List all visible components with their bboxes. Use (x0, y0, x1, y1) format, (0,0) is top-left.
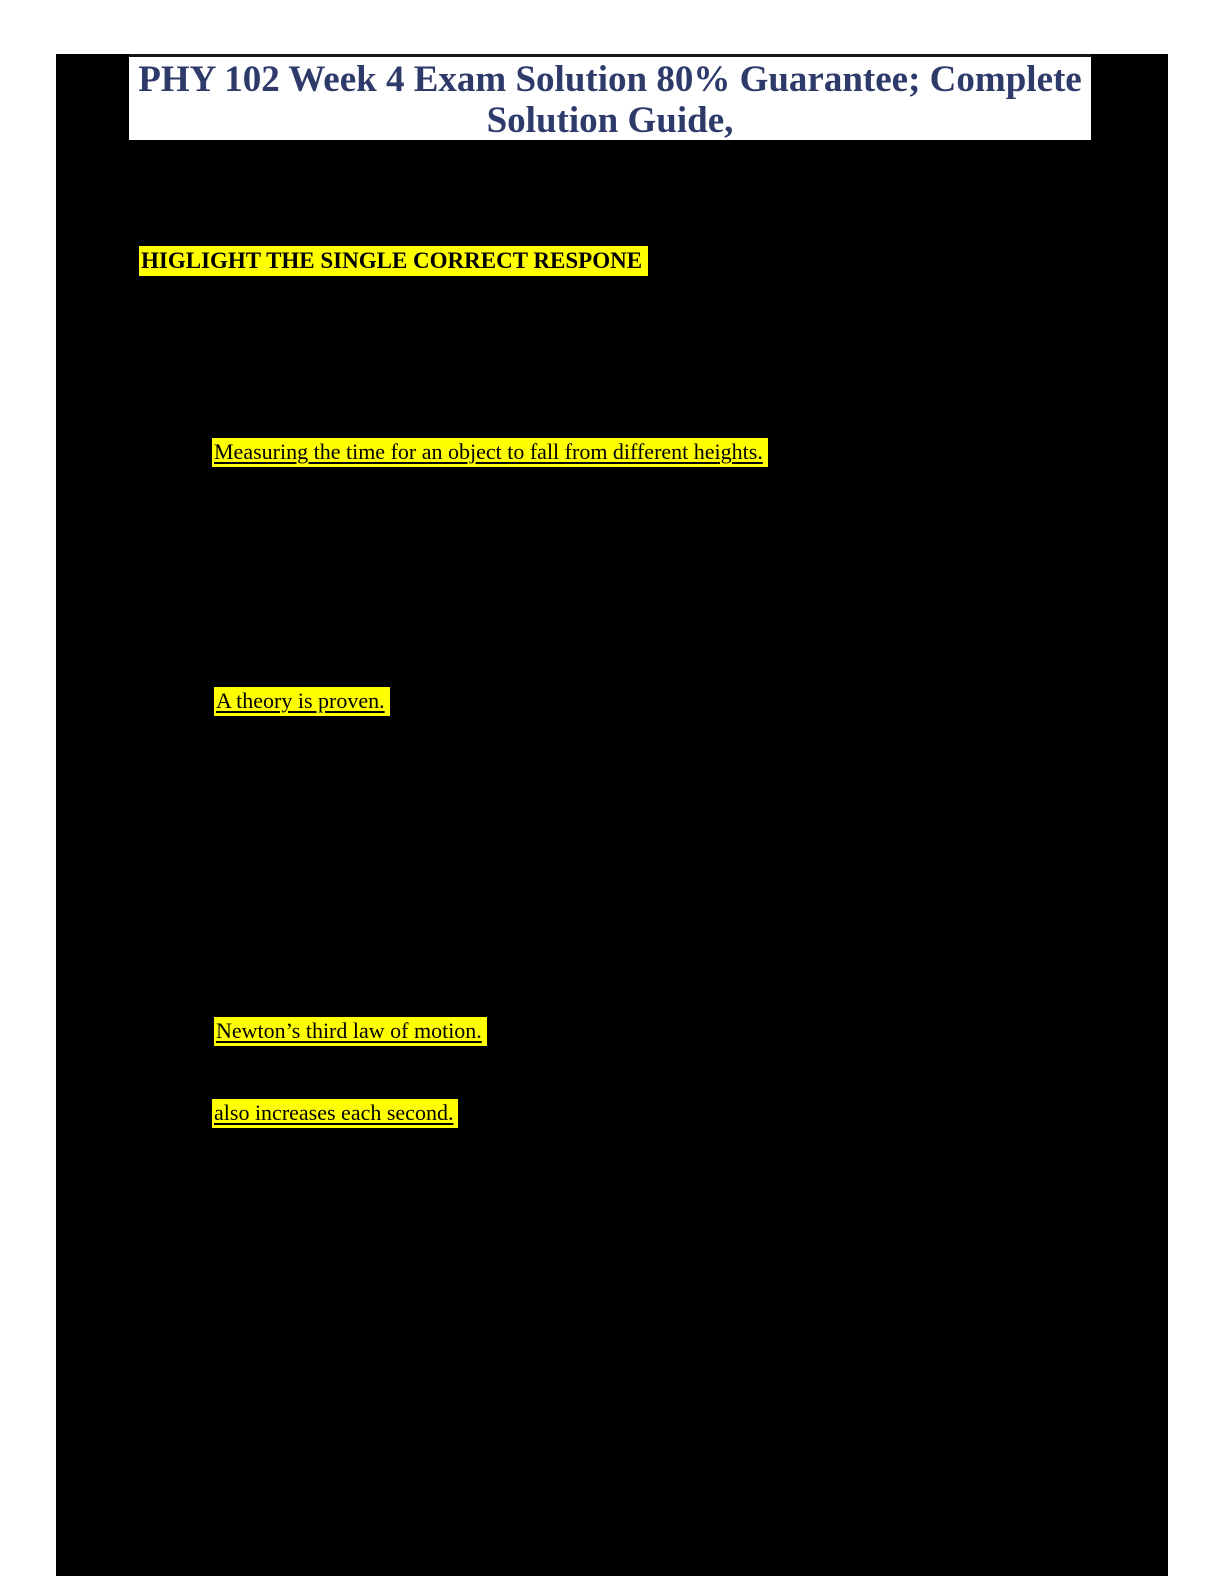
highlighted-answer-text: A theory is proven. (214, 687, 390, 716)
document-title-line-2: Solution Guide, (486, 100, 734, 141)
document-page: PHY 102 Week 4 Exam Solution 80% Guarant… (56, 54, 1168, 1576)
document-title-line-1: PHY 102 Week 4 Exam Solution 80% Guarant… (138, 59, 1082, 100)
highlighted-instruction-text: HIGLIGHT THE SINGLE CORRECT RESPONE (139, 246, 649, 276)
document-title-box: PHY 102 Week 4 Exam Solution 80% Guarant… (129, 54, 1091, 141)
highlighted-answer-text: Newton’s third law of motion. (214, 1017, 487, 1046)
highlighted-answer-text: Measuring the time for an object to fall… (212, 438, 768, 467)
highlighted-answer-text: also increases each second. (212, 1099, 459, 1128)
